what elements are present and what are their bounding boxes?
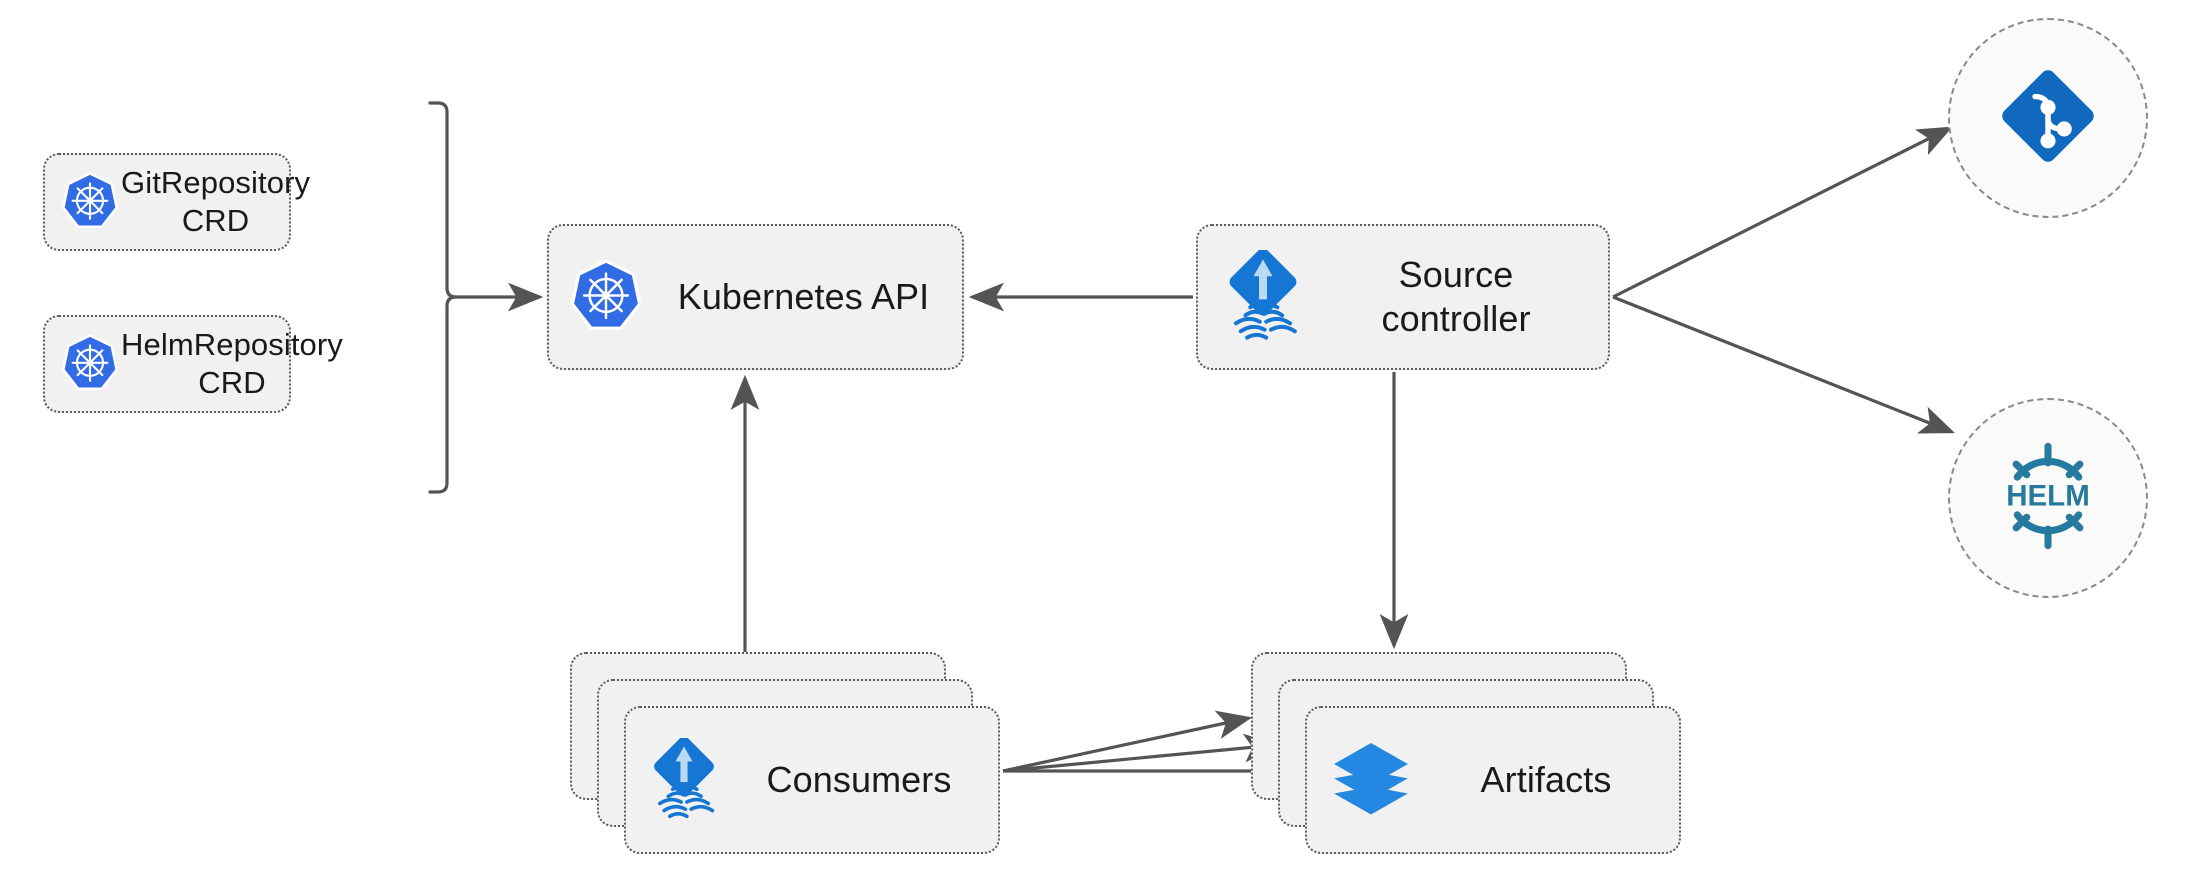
helm-icon: HELM bbox=[1989, 437, 2107, 560]
node-label: Source controller bbox=[1381, 254, 1531, 339]
edge-consumers-to-artifacts-1 bbox=[1002, 710, 1253, 773]
edge-consumers-to-artifacts-2 bbox=[1002, 733, 1280, 773]
node-gitrepository-crd[interactable]: GitRepository CRD bbox=[43, 153, 310, 251]
helm-wordmark: HELM bbox=[2006, 479, 2090, 512]
layers-icon bbox=[1329, 738, 1413, 822]
node-label: HelmRepository CRD bbox=[121, 327, 343, 400]
kubernetes-icon bbox=[59, 171, 121, 233]
flux-icon bbox=[1222, 250, 1304, 344]
node-label: GitRepository CRD bbox=[121, 165, 311, 238]
node-artifacts[interactable]: Artifacts bbox=[1305, 706, 1681, 854]
node-label: Kubernetes API bbox=[677, 276, 930, 318]
git-icon bbox=[1994, 62, 2102, 175]
node-kubernetes-api[interactable]: Kubernetes API bbox=[547, 224, 964, 370]
edge-source-to-helm bbox=[1612, 295, 1955, 434]
flux-icon bbox=[648, 738, 720, 822]
edge-source-to-git bbox=[1612, 126, 1953, 299]
node-source-controller[interactable]: Source controller bbox=[1196, 224, 1610, 370]
node-label: Consumers bbox=[766, 759, 952, 801]
node-git-provider[interactable] bbox=[1948, 18, 2148, 218]
node-helmrepository-crd[interactable]: HelmRepository CRD bbox=[43, 315, 343, 413]
node-helm-provider[interactable]: HELM bbox=[1948, 398, 2148, 598]
crd-bracket bbox=[428, 101, 544, 494]
node-label: Artifacts bbox=[1480, 759, 1612, 801]
kubernetes-icon bbox=[567, 258, 645, 336]
kubernetes-icon bbox=[59, 333, 121, 395]
node-consumers[interactable]: Consumers bbox=[624, 706, 1000, 854]
